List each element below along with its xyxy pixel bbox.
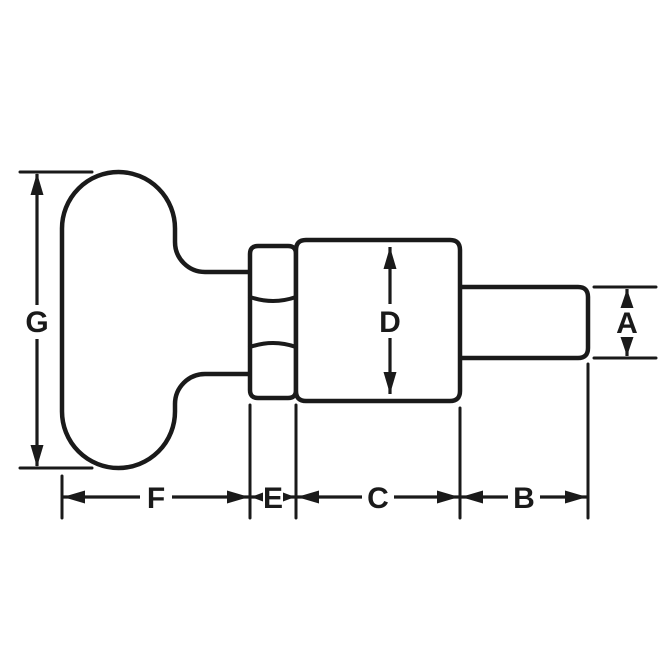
dim-label-f: F	[147, 482, 165, 515]
arrowhead-d-down-icon	[383, 372, 397, 394]
arrowhead-a-up-icon	[620, 289, 634, 308]
arrowhead-g-down-icon	[30, 445, 44, 467]
arrowhead-g-up-icon	[30, 173, 44, 195]
arrowhead-b-right-icon	[565, 490, 587, 504]
arrowhead-e-right-icon	[283, 492, 295, 502]
label-bg-g	[21, 305, 53, 339]
label-bg-f	[140, 480, 172, 514]
arrowhead-d-up-icon	[383, 247, 397, 269]
dim-label-b: B	[513, 482, 535, 515]
arrowhead-f-right-icon	[227, 490, 249, 504]
dim-label-g: G	[25, 306, 48, 339]
handle-outline	[59, 169, 255, 471]
label-bg-c	[362, 480, 394, 514]
arrowhead-f-left-icon	[63, 490, 85, 504]
arrowhead-a-down-icon	[620, 337, 634, 356]
pin-shaft-outline	[457, 284, 591, 361]
arrowhead-c-right-icon	[437, 490, 459, 504]
dim-label-e: E	[263, 482, 283, 515]
label-bg-b	[508, 480, 540, 514]
hex-collar-outline	[247, 243, 299, 401]
dim-label-c: C	[367, 482, 389, 515]
label-bg-d	[374, 304, 406, 338]
dim-label-d: D	[379, 306, 401, 339]
label-bg-a	[612, 306, 642, 338]
arrowhead-c-left-icon	[297, 490, 319, 504]
arrowhead-b-left-icon	[461, 490, 483, 504]
hex-collar-facet-line-lower	[248, 341, 298, 349]
dim-label-a: A	[616, 307, 638, 340]
label-bg-e	[259, 481, 287, 513]
arrowhead-e-left-icon	[251, 492, 263, 502]
hex-collar-facet-line-upper	[248, 295, 298, 303]
